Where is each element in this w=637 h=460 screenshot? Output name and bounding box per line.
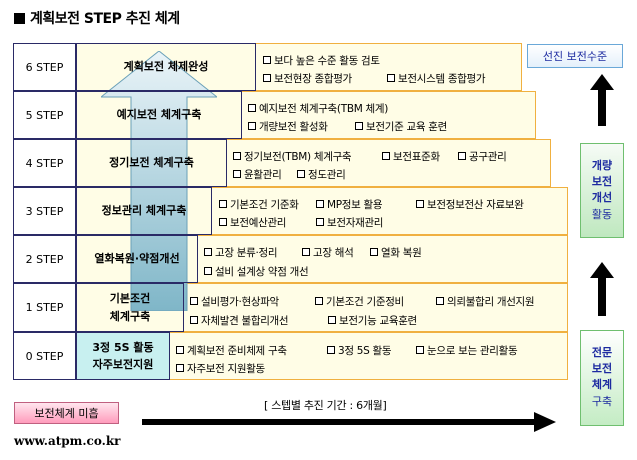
step-0-item: 3정 5S 활동 — [327, 343, 392, 358]
step-0-item: 눈으로 보는 관리활동 — [416, 343, 518, 358]
step-name-0: 3정 5S 활동 자주보전지원 — [76, 332, 170, 380]
checkbox-icon — [176, 346, 184, 354]
step-3-item: 보전정보전산 자료보완 — [416, 197, 524, 212]
checkbox-icon — [248, 122, 256, 130]
checkbox-icon — [436, 297, 444, 305]
step-name-5: 예지보전 체계구축 — [76, 91, 242, 139]
step-5-item: 보전기준 교육 훈련 — [355, 119, 447, 134]
up-arrow-icon — [590, 74, 614, 126]
step-name-3: 정보관리 체계구축 — [76, 187, 212, 235]
checkbox-icon — [219, 218, 227, 226]
checkbox-icon — [382, 152, 390, 160]
step-1-item: 기본조건 기준정비 — [315, 294, 404, 309]
step-4-item: 정도관리 — [297, 167, 346, 182]
step-diagram: 6 STEP 5 STEP 4 STEP 3 STEP 2 STEP 1 STE… — [13, 43, 573, 380]
checkbox-icon — [190, 297, 198, 305]
step-1-item: 설비평가·현상파악 — [190, 294, 279, 309]
step-1-item: 의뢰불합리 개선지원 — [436, 294, 535, 309]
step-name-0-line1: 3정 5S 활동 — [92, 340, 154, 354]
checkbox-icon — [316, 200, 324, 208]
step-2-item: 고장 분류·정리 — [204, 245, 278, 260]
right-arrow-icon — [142, 412, 556, 432]
checkbox-icon — [315, 297, 323, 305]
step-4-item: 윤활관리 — [233, 167, 282, 182]
step-1-item: 보전기능 교육훈련 — [328, 313, 417, 328]
step-name-6: 계획보전 체제완성 — [76, 43, 256, 91]
diagram-title: 계획보전 STEP 추진 체계 — [14, 8, 180, 28]
step-1-item: 자체발견 불합리개선 — [190, 313, 289, 328]
checkbox-icon — [176, 364, 184, 372]
checkbox-icon — [316, 218, 324, 226]
checkbox-icon — [190, 316, 198, 324]
advanced-level-box: 선진 보전수준 — [527, 44, 623, 68]
checkbox-icon — [387, 74, 395, 82]
step-6-item: 보전시스템 종합평가 — [387, 71, 486, 86]
title-text: 계획보전 STEP 추진 체계 — [30, 11, 180, 27]
checkbox-icon — [458, 152, 466, 160]
step-6-item: 보다 높은 수준 활동 검토 — [263, 53, 380, 68]
checkbox-icon — [233, 170, 241, 178]
checkbox-icon — [416, 346, 424, 354]
step-4-item: 정기보전(TBM) 체계구축 — [233, 149, 352, 164]
checkbox-icon — [248, 104, 256, 112]
step-label-0: 0 STEP — [13, 332, 76, 380]
step-name-1-line2: 체계구축 — [109, 309, 151, 323]
box2-suffix: 구축 — [591, 395, 613, 409]
step-4-item: 공구관리 — [458, 149, 507, 164]
box1-suffix: 활동 — [591, 207, 613, 221]
step-4-item: 보전표준화 — [382, 149, 440, 164]
step-name-2: 열화복원·약점개선 — [76, 235, 198, 283]
step-2-item: 고장 해석 — [302, 245, 354, 260]
checkbox-icon — [219, 200, 227, 208]
step-2-item: 설비 설계상 약점 개선 — [204, 264, 309, 279]
step-label-3: 3 STEP — [13, 187, 76, 235]
checkbox-icon — [355, 122, 363, 130]
professional-system-box: 전문 보전 체계 구축 — [580, 330, 624, 426]
step-5-item: 예지보전 체계구축(TBM 체계) — [248, 101, 388, 116]
step-name-4: 정기보전 체계구축 — [76, 139, 227, 187]
checkbox-icon — [327, 346, 335, 354]
panel-step-5 — [13, 91, 536, 139]
step-3-item: 보전자재관리 — [316, 215, 383, 230]
step-0-item: 자주보전 지원활동 — [176, 361, 265, 376]
step-name-0-line2: 자주보전지원 — [92, 358, 154, 371]
period-label: [ 스텝별 추진 기간 : 6개월] — [264, 399, 387, 412]
step-5-item: 개량보전 활성화 — [248, 119, 328, 134]
checkbox-icon — [370, 248, 378, 256]
step-name-1: 기본조건 체계구축 — [76, 283, 184, 332]
step-3-item: 보전예산관리 — [219, 215, 286, 230]
checkbox-icon — [233, 152, 241, 160]
square-bullet-icon — [14, 13, 25, 24]
checkbox-icon — [328, 316, 336, 324]
step-3-item: MP정보 활용 — [316, 197, 383, 212]
checkbox-icon — [302, 248, 310, 256]
step-label-4: 4 STEP — [13, 139, 76, 187]
step-2-item: 열화 복원 — [370, 245, 422, 260]
checkbox-icon — [204, 267, 212, 275]
panel-step-6 — [13, 43, 522, 91]
checkbox-icon — [416, 200, 424, 208]
step-6-item: 보전현장 종합평가 — [263, 71, 352, 86]
step-label-2: 2 STEP — [13, 235, 76, 283]
checkbox-icon — [297, 170, 305, 178]
website-url: www.atpm.co.kr — [14, 434, 121, 448]
step-3-item: 기본조건 기준화 — [219, 197, 299, 212]
step-name-1-line1: 기본조건 — [109, 292, 151, 306]
step-label-1: 1 STEP — [13, 283, 76, 332]
improvement-activity-box: 개량 보전 개선 활동 — [580, 143, 624, 238]
start-state-box: 보전체계 미흡 — [14, 402, 119, 424]
step-0-item: 계획보전 준비체제 구축 — [176, 343, 287, 358]
checkbox-icon — [204, 248, 212, 256]
checkbox-icon — [263, 56, 271, 64]
step-label-6: 6 STEP — [13, 43, 76, 91]
step-label-5: 5 STEP — [13, 91, 76, 139]
checkbox-icon — [263, 74, 271, 82]
up-arrow-icon — [590, 262, 614, 316]
